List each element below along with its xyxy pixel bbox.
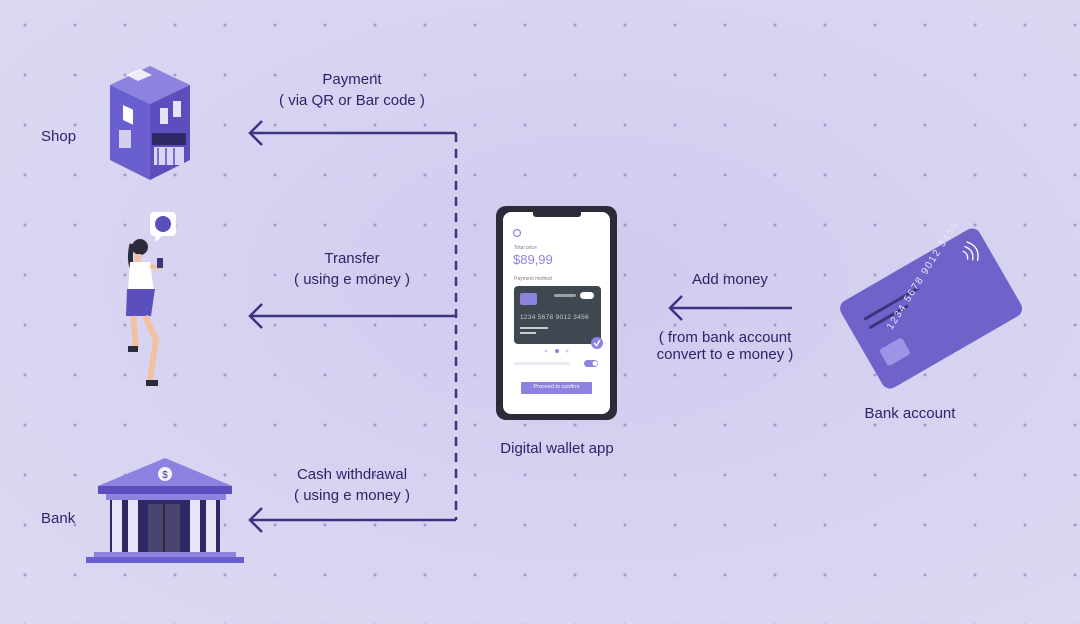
cash-withdrawal-title: Cash withdrawal — [296, 466, 408, 483]
svg-text:$: $ — [162, 470, 168, 481]
add-money-subtitle-line1: ( from bank account — [658, 329, 792, 346]
bank-label: Bank — [41, 510, 76, 527]
transfer-arrow-head — [248, 303, 263, 329]
transfer-subtitle: ( using e money ) — [294, 271, 410, 288]
add-money-subtitle-line2: convert to e money ) — [656, 346, 794, 363]
shop-label: Shop — [41, 128, 77, 145]
add-money-title: Add money — [692, 271, 768, 288]
add-money-arrow-head — [668, 295, 683, 321]
digital-wallet-label: Digital wallet app — [500, 440, 614, 457]
bank-account-label: Bank account — [864, 405, 956, 422]
phone-total-price-label: Total price — [514, 245, 537, 251]
cash-withdrawal-arrow-head — [248, 507, 263, 533]
phone-card-number: 1234 5678 9012 3456 — [520, 314, 589, 321]
phone-confirm-button[interactable]: Proceed to confirm — [533, 384, 580, 390]
payment-title: Payment — [322, 71, 382, 88]
payment-arrow-head — [248, 120, 263, 146]
phone-total-price-value: $89,99 — [513, 252, 553, 267]
transfer-title: Transfer — [324, 250, 380, 267]
cash-withdrawal-subtitle: ( using e money ) — [294, 487, 410, 504]
phone-payment-method-label: Payment method — [514, 276, 552, 282]
payment-subtitle: ( via QR or Bar code ) — [279, 92, 425, 109]
